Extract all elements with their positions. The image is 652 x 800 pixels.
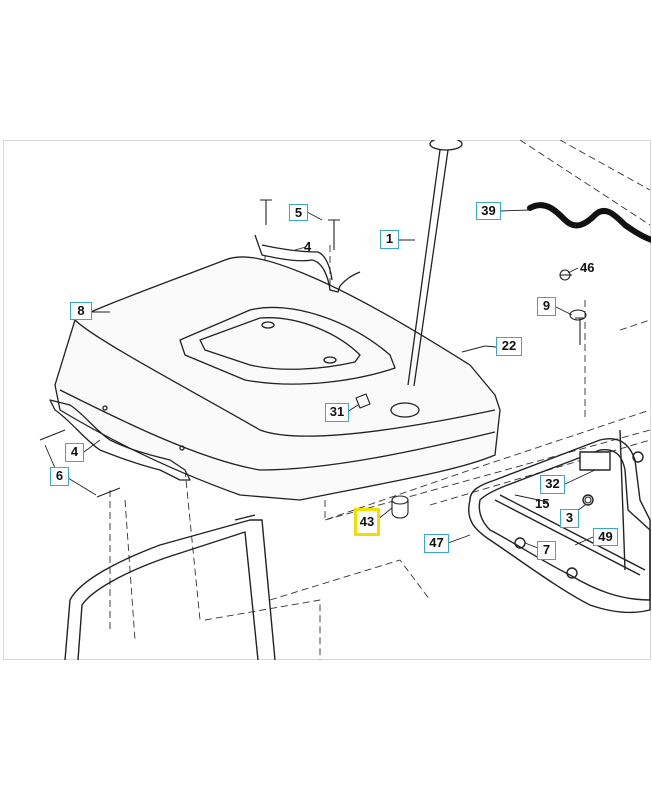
callout-4-front[interactable]: 4 bbox=[65, 443, 84, 462]
hood-cover bbox=[54, 256, 501, 501]
callout-39[interactable]: 39 bbox=[476, 202, 501, 220]
handle-front bbox=[49, 399, 191, 481]
callout-4-top[interactable]: 4 bbox=[304, 239, 312, 254]
rod bbox=[407, 140, 463, 387]
callout-9[interactable]: 9 bbox=[537, 297, 556, 316]
callout-49[interactable]: 49 bbox=[593, 528, 618, 546]
cable bbox=[527, 202, 651, 243]
callout-15[interactable]: 15 bbox=[535, 496, 550, 511]
callout-3[interactable]: 3 bbox=[560, 509, 579, 528]
small-parts bbox=[355, 269, 592, 519]
handle-top bbox=[254, 234, 361, 293]
callout-8[interactable]: 8 bbox=[70, 302, 92, 320]
dashed-guides bbox=[109, 140, 651, 660]
lower-frame bbox=[64, 514, 276, 660]
callout-31[interactable]: 31 bbox=[325, 403, 349, 422]
callout-32[interactable]: 22 bbox=[496, 337, 522, 356]
bottom-frame bbox=[468, 429, 651, 614]
callout-43[interactable]: 43 bbox=[354, 508, 380, 536]
callout-7[interactable]: 7 bbox=[537, 541, 556, 560]
callout-47[interactable]: 47 bbox=[424, 534, 449, 553]
callout-46[interactable]: 46 bbox=[580, 260, 595, 275]
callout-1[interactable]: 1 bbox=[380, 230, 399, 249]
bolts bbox=[39, 199, 585, 498]
callout-22[interactable]: 32 bbox=[540, 475, 565, 494]
callout-6[interactable]: 6 bbox=[50, 467, 69, 486]
callout-5[interactable]: 5 bbox=[289, 204, 308, 221]
diagram-frame bbox=[3, 140, 651, 660]
